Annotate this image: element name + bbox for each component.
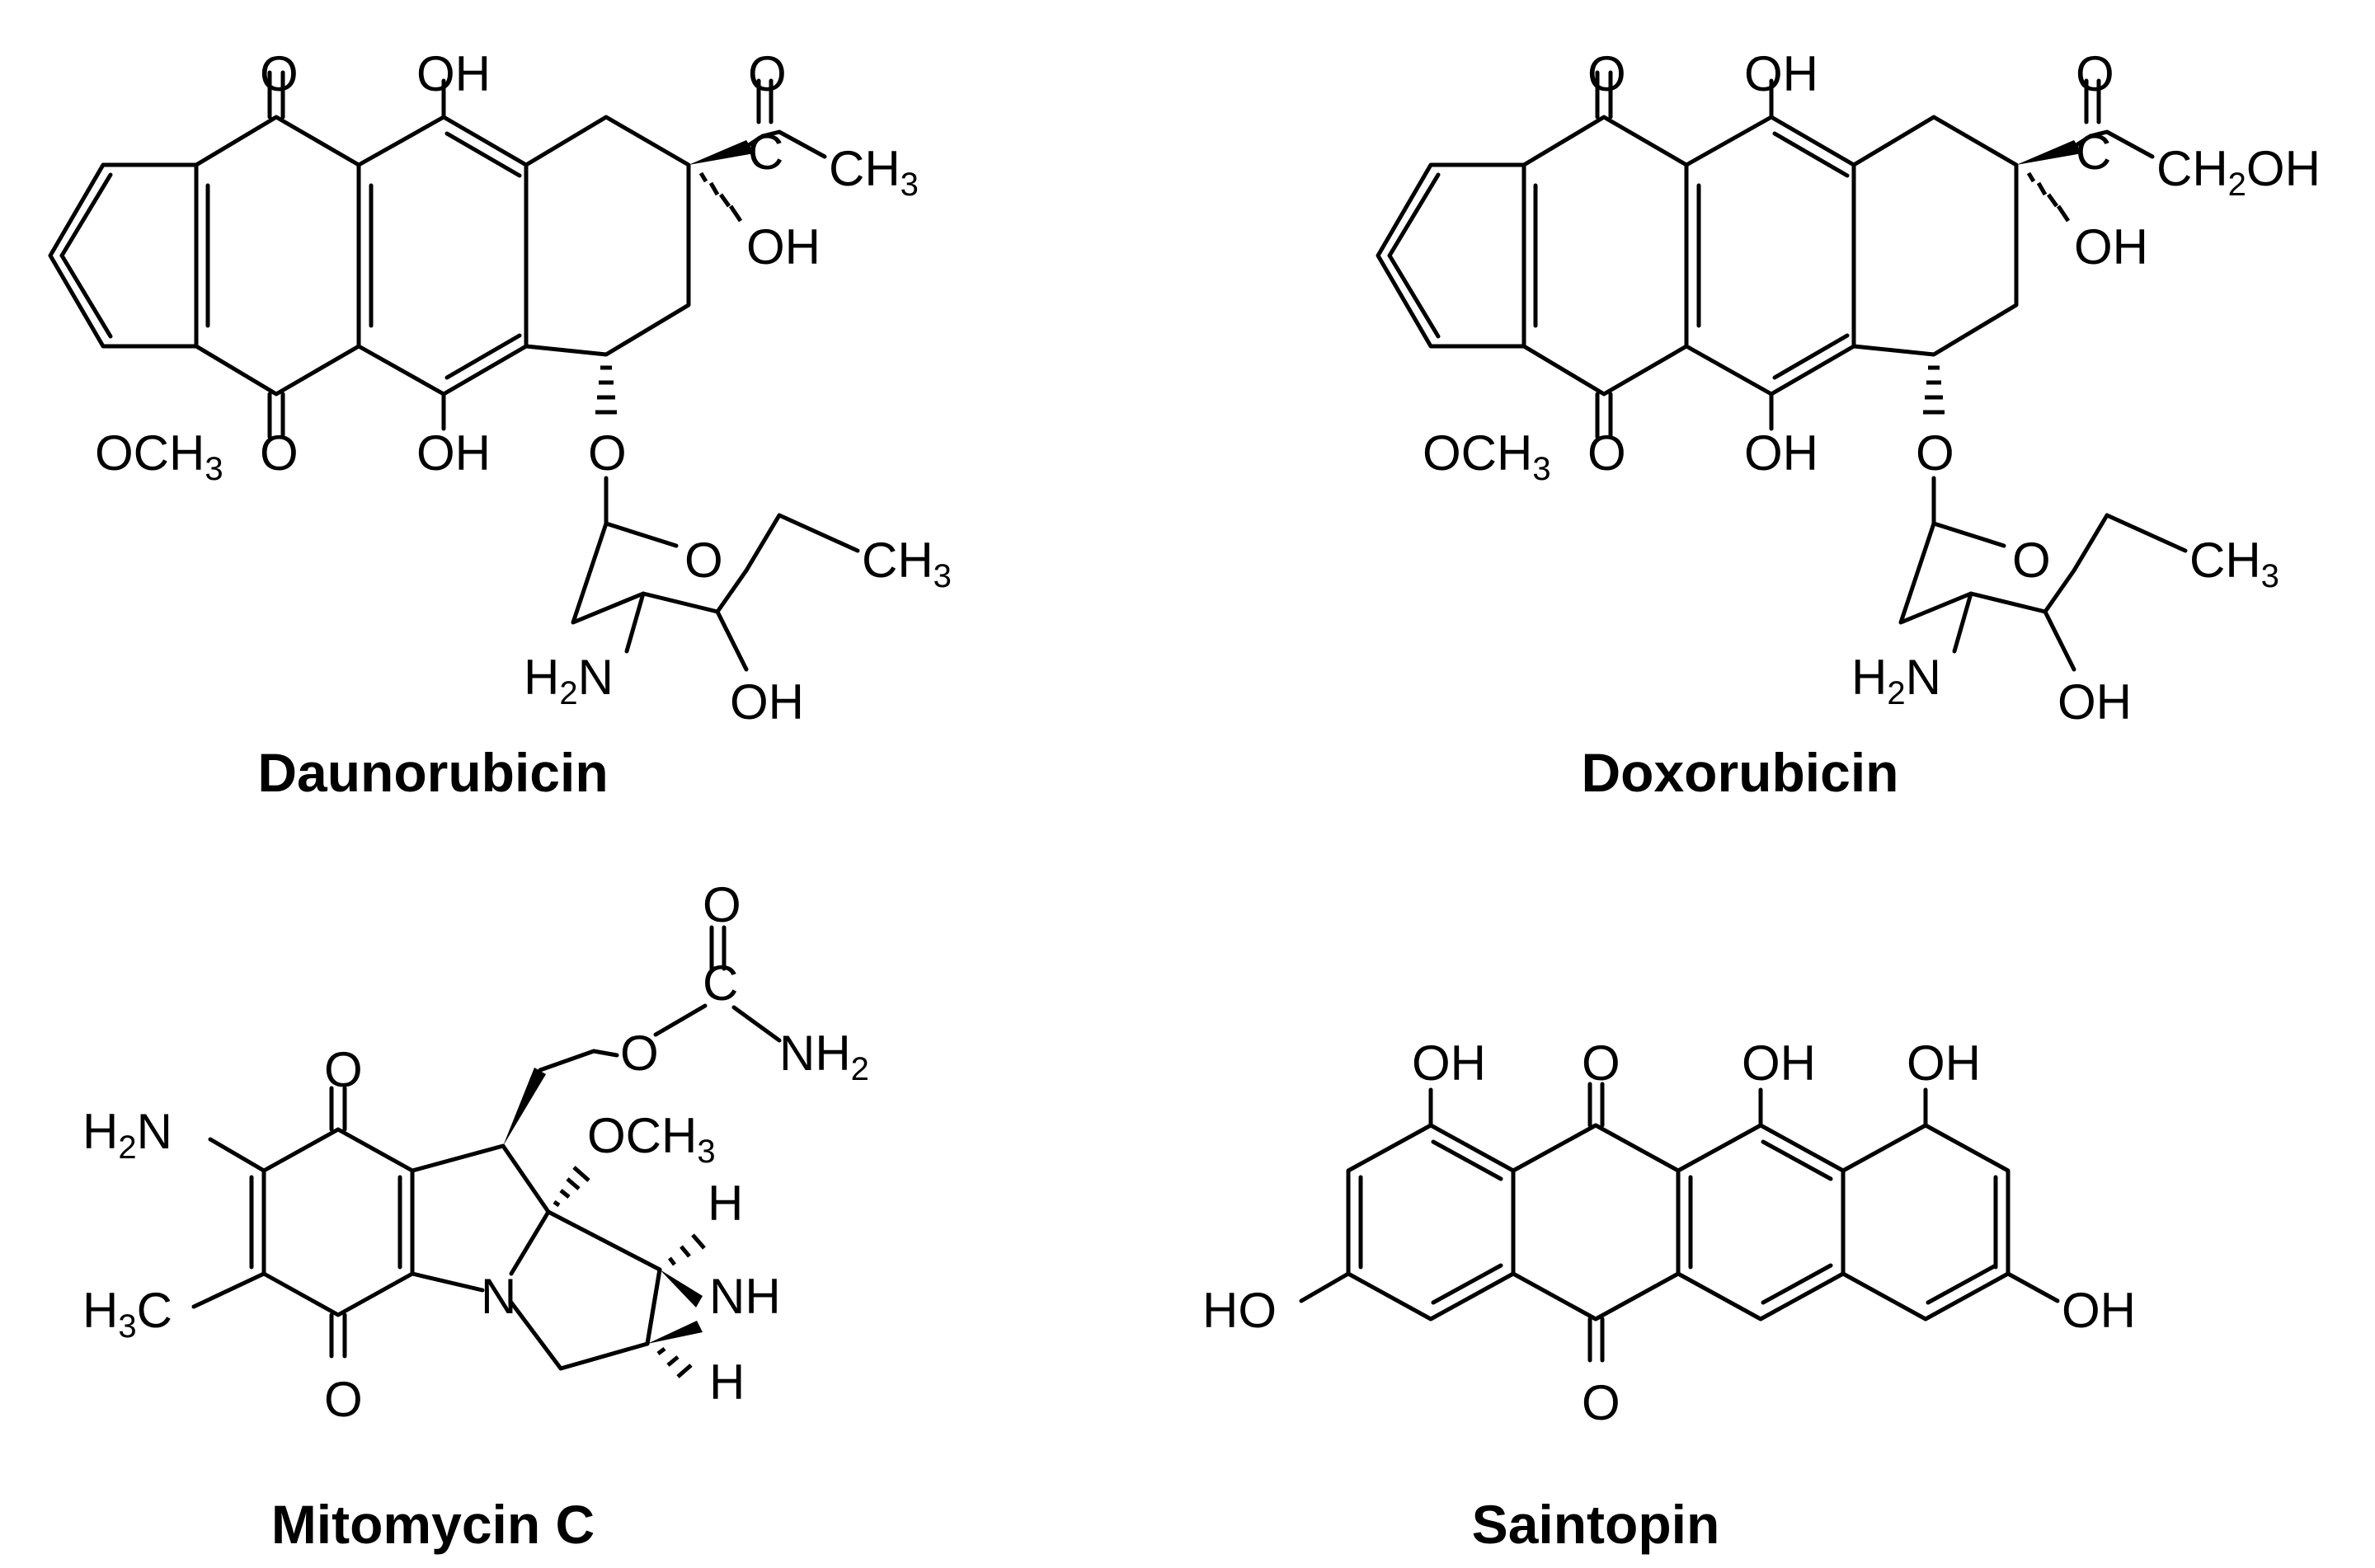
hash-bond — [2026, 171, 2071, 223]
hash-bond — [553, 1166, 590, 1208]
atom-label: CH3 — [862, 533, 952, 594]
atom-label: OCH3 — [1423, 425, 1551, 487]
atom-label: OH — [746, 219, 821, 275]
atom-label: OH — [2058, 674, 2132, 730]
atom-label: H2N — [82, 1104, 172, 1166]
atom-label: H — [709, 1354, 745, 1410]
atom-label: CH3 — [2189, 533, 2279, 594]
atom-label: O — [324, 1372, 363, 1427]
atom-label: O — [1916, 425, 1954, 481]
hash-bond — [656, 1347, 693, 1378]
atom-label: O — [684, 533, 723, 588]
atom-label: NH — [709, 1269, 781, 1324]
atom-label: O — [620, 1026, 659, 1081]
atom-label: OCH3 — [587, 1108, 716, 1170]
atom-label: CH3 — [829, 141, 919, 203]
structure-mitomycin-c: O C O NH2 O H2N OCH3 H NH H N H3C O Mito… — [82, 877, 869, 1555]
atom-label: O — [748, 46, 787, 101]
atom-label: OH — [416, 46, 491, 101]
wedge-bond — [2016, 140, 2082, 165]
atom-label: O — [1587, 425, 1626, 481]
atom-label: HO — [1202, 1283, 1277, 1338]
atom-label: O — [2012, 533, 2051, 588]
atom-label: OH — [1412, 1035, 1486, 1091]
atom-label: O — [1582, 1035, 1620, 1091]
wedge-bond — [689, 140, 755, 165]
atom-label: C — [703, 955, 738, 1011]
atom-label: OH — [2074, 219, 2148, 275]
atom-label: O — [260, 46, 299, 101]
hash-bond — [1923, 365, 1945, 415]
atom-label: OH — [2062, 1283, 2136, 1338]
atom-label: OH — [1744, 425, 1818, 481]
atom-label: CH2OH — [2156, 141, 2321, 203]
wedge-bond — [503, 1068, 546, 1146]
compound-name: Mitomycin C — [271, 1494, 595, 1555]
hash-bond — [595, 365, 617, 415]
hash-bond — [698, 171, 743, 223]
structure-daunorubicin: O OH O C CH3 OH OH O OCH3 O O CH3 H2N OH… — [48, 46, 952, 803]
atom-label: O — [703, 877, 741, 932]
atom-label: O — [324, 1042, 363, 1097]
structure-saintopin: OH O OH OH HO OH O Saintopin — [1202, 1035, 2136, 1555]
atom-label: OCH3 — [95, 425, 223, 487]
atom-label: O — [588, 425, 627, 481]
atom-label: OH — [416, 425, 491, 481]
atom-label: OH — [1742, 1035, 1816, 1091]
atom-label: H3C — [82, 1283, 172, 1345]
structure-doxorubicin: O OH O C CH2OH OH OH O OCH3 O O CH3 H2N … — [1376, 46, 2321, 803]
compound-name: Doxorubicin — [1581, 742, 1898, 803]
atom-label: N — [481, 1269, 516, 1324]
atom-label: C — [2076, 124, 2111, 180]
compound-name: Saintopin — [1472, 1494, 1720, 1555]
atom-label: OH — [1907, 1035, 1981, 1091]
atom-label: O — [1587, 46, 1626, 101]
atom-label: H2N — [524, 650, 614, 711]
wedge-bond — [647, 1321, 703, 1344]
atom-label: H — [708, 1176, 743, 1231]
compound-name: Daunorubicin — [257, 742, 608, 803]
atom-label: O — [2076, 46, 2114, 101]
atom-label: C — [748, 124, 783, 180]
hash-bond — [668, 1233, 706, 1266]
atom-label: OH — [730, 674, 804, 730]
atom-label: H2N — [1851, 650, 1941, 711]
atom-label: O — [260, 425, 299, 481]
atom-label: NH2 — [779, 1026, 869, 1087]
wedge-bond — [660, 1270, 703, 1307]
atom-label: O — [1582, 1375, 1620, 1430]
atom-label: OH — [1744, 46, 1818, 101]
